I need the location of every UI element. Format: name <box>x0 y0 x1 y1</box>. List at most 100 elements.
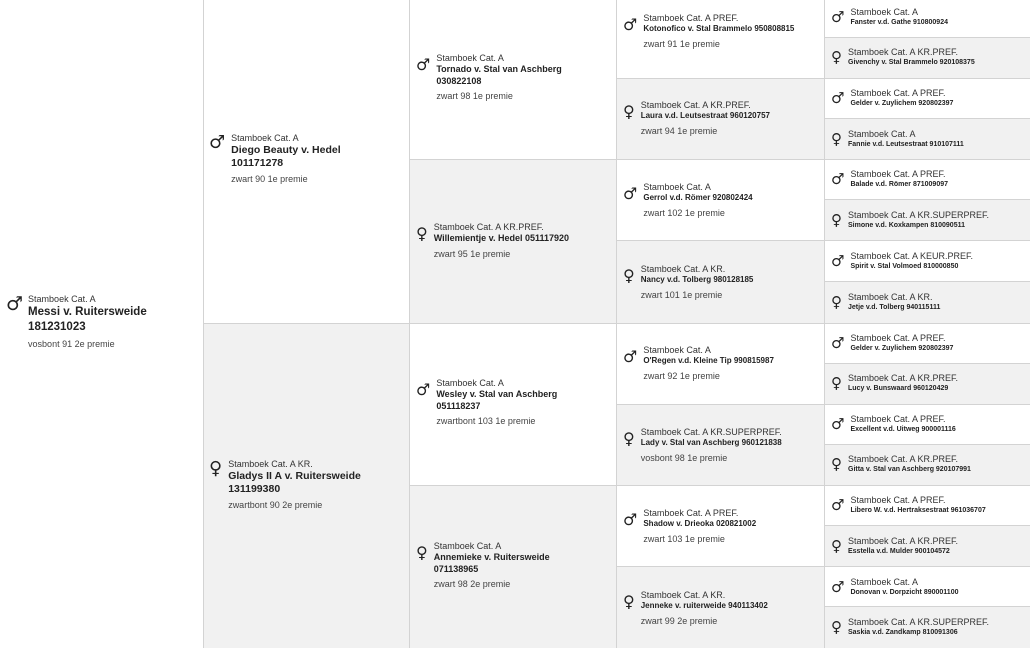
horse-name[interactable]: Lady v. Stal van Aschberg 960121838 <box>640 438 782 447</box>
horse-name[interactable]: Excellent v.d. Uitweg 900001116 <box>850 426 956 433</box>
horse-name[interactable]: Simone v.d. Koxkampen 810090511 <box>848 222 965 229</box>
horse-entry-sire[interactable]: ♂ Stamboek Cat. A Diego Beauty v. Hedel … <box>209 133 366 185</box>
horse-entry-ggg[interactable]: ♂ Stamboek Cat. A PREF.Gelder v. Zuylich… <box>831 333 1030 354</box>
horse-name[interactable]: Lucy v. Bunswaard 960120429 <box>848 385 949 392</box>
horse-entry-great-grandparent[interactable]: ♂ Stamboek Cat. A Gerrol v.d. Römer 9208… <box>623 182 803 219</box>
female-icon: ♀ <box>831 618 842 636</box>
horse-entry-ggg[interactable]: ♂ Stamboek Cat. A PREF.Excellent v.d. Ui… <box>831 414 1030 435</box>
horse-entry-ggg[interactable]: ♀ Stamboek Cat. A KR.PREF.Lucy v. Bunswa… <box>831 373 1028 394</box>
horse-name[interactable]: Wesley v. Stal van Aschberg 051118237 <box>436 389 558 411</box>
stamboek-category: Stamboek Cat. A KR.PREF. <box>848 454 959 464</box>
horse-entry-ggg[interactable]: ♂ Stamboek Cat. A PREF.Libero W. v.d. He… <box>831 495 1030 516</box>
ggg-cell <box>824 79 1030 119</box>
horse-entry-ggg[interactable]: ♀ Stamboek Cat. A KR.SUPERPREF.Simone v.… <box>831 210 1028 231</box>
row-divider <box>203 323 1030 324</box>
stamboek-category: Stamboek Cat. A PREF. <box>850 414 946 424</box>
horse-entry-great-grandparent[interactable]: ♂ Stamboek Cat. A PREF. Kotonofico v. St… <box>623 13 803 50</box>
horse-name[interactable]: Donovan v. Dorpzicht 890001100 <box>850 589 959 596</box>
great-grandparent-cell <box>616 0 824 79</box>
horse-name[interactable]: Annemieke v. Ruitersweide 071138965 <box>433 552 550 574</box>
horse-name[interactable]: Gladys II A v. Ruitersweide 131199380 <box>228 470 361 495</box>
row-divider <box>824 363 1030 364</box>
stamboek-category: Stamboek Cat. A KR.SUPERPREF. <box>848 210 990 220</box>
horse-name[interactable]: Saskia v.d. Zandkamp 810091306 <box>848 629 958 636</box>
stamboek-category: Stamboek Cat. A <box>433 541 502 551</box>
horse-name[interactable]: Spirit v. Stal Volmoed 810000850 <box>850 263 959 270</box>
horse-name[interactable]: Fannie v.d. Leutsestraat 910107111 <box>848 141 964 148</box>
horse-name[interactable]: Balade v.d. Römer 871009097 <box>850 181 948 188</box>
horse-name[interactable]: Tornado v. Stal van Aschberg 030822108 <box>436 64 562 86</box>
stamboek-category: Stamboek Cat. A KR. <box>640 264 726 274</box>
great-grandparent-cell <box>616 241 824 324</box>
male-icon: ♂ <box>6 293 24 315</box>
horse-entry-ggg[interactable]: ♀ Stamboek Cat. A KR.PREF.Givenchy v. St… <box>831 47 1028 68</box>
stamboek-category: Stamboek Cat. A KR.PREF. <box>848 373 959 383</box>
horse-name[interactable]: Gelder v. Zuylichem 920802397 <box>850 345 954 352</box>
horse-premium: zwart 102 1e premie <box>643 207 725 218</box>
horse-premium: vosbont 91 2e premie <box>28 339 115 349</box>
horse-entry-great-grandparent[interactable]: ♀ Stamboek Cat. A KR. Jenneke v. ruiterw… <box>623 590 801 627</box>
horse-name[interactable]: Gerrol v.d. Römer 920802424 <box>643 193 753 202</box>
male-icon: ♂ <box>831 578 845 596</box>
male-icon: ♂ <box>416 380 431 399</box>
male-icon: ♂ <box>623 15 638 34</box>
horse-entry-subject[interactable]: ♂ Stamboek Cat. A Messi v. Ruitersweide … <box>6 294 148 350</box>
horse-entry-great-grandparent[interactable]: ♀ Stamboek Cat. A KR. Nancy v.d. Tolberg… <box>623 264 801 301</box>
horse-entry-grandparent[interactable]: ♀ Stamboek Cat. A Annemieke v. Ruiterswe… <box>416 541 584 590</box>
horse-name[interactable]: Diego Beauty v. Hedel 101171278 <box>231 144 341 169</box>
horse-name[interactable]: Kotonofico v. Stal Brammelo 950808815 <box>643 24 795 33</box>
horse-entry-ggg[interactable]: ♀ Stamboek Cat. A KR.PREF.Gitta v. Stal … <box>831 454 1028 475</box>
horse-name[interactable]: Willemientje v. Hedel 051117920 <box>433 233 570 243</box>
horse-name[interactable]: Shadow v. Drieoka 020821002 <box>643 519 757 528</box>
horse-name[interactable]: Libero W. v.d. Hertraksestraat 961036707 <box>850 507 986 514</box>
female-icon: ♀ <box>623 266 635 285</box>
horse-name[interactable]: Esstella v.d. Mulder 900104572 <box>848 548 950 555</box>
horse-entry-ggg[interactable]: ♂ Stamboek Cat. A KEUR.PREF.Spirit v. St… <box>831 251 1030 272</box>
horse-entry-grandparent[interactable]: ♂ Stamboek Cat. A Wesley v. Stal van Asc… <box>416 378 586 427</box>
row-divider <box>824 606 1030 607</box>
female-icon: ♀ <box>623 102 635 121</box>
horse-entry-ggg[interactable]: ♂ Stamboek Cat. A PREF.Gelder v. Zuylich… <box>831 88 1030 109</box>
horse-entry-ggg[interactable]: ♂ Stamboek Cat. A PREF.Balade v.d. Römer… <box>831 169 1030 190</box>
horse-name[interactable]: Gitta v. Stal van Aschberg 920107991 <box>848 466 971 473</box>
horse-entry-great-grandparent[interactable]: ♀ Stamboek Cat. A KR.SUPERPREF. Lady v. … <box>623 427 801 464</box>
horse-entry-ggg[interactable]: ♀ Stamboek Cat. A KR.PREF.Esstella v.d. … <box>831 536 1028 557</box>
stamboek-category: Stamboek Cat. A KR. <box>848 292 933 302</box>
stamboek-category: Stamboek Cat. A <box>28 294 96 304</box>
horse-name[interactable]: Givenchy v. Stal Brammelo 920108375 <box>848 59 975 66</box>
ggg-cell <box>824 405 1030 445</box>
horse-premium: zwartbont 90 2e premie <box>228 500 323 510</box>
column-divider <box>409 0 410 648</box>
horse-premium: zwart 92 1e premie <box>643 370 720 381</box>
horse-name[interactable]: Jetje v.d. Tolberg 940115111 <box>848 304 941 311</box>
horse-name[interactable]: Messi v. Ruitersweide 181231023 <box>28 306 147 333</box>
horse-name[interactable]: Nancy v.d. Tolberg 980128185 <box>640 275 754 284</box>
horse-name[interactable]: Fanster v.d. Gathe 910800924 <box>850 19 948 26</box>
horse-premium: zwartbont 103 1e premie <box>436 416 536 426</box>
horse-premium: zwart 98 1e premie <box>436 91 513 101</box>
stamboek-category: Stamboek Cat. A <box>231 133 299 143</box>
horse-entry-ggg[interactable]: ♀ Stamboek Cat. A KR.Jetje v.d. Tolberg … <box>831 292 1028 313</box>
horse-entry-dam[interactable]: ♀ Stamboek Cat. A KR. Gladys II A v. Rui… <box>209 459 363 511</box>
grandparent-cell <box>409 324 616 486</box>
horse-premium: zwart 103 1e premie <box>643 533 725 544</box>
horse-name[interactable]: Laura v.d. Leutsestraat 960120757 <box>640 111 770 120</box>
horse-entry-grandparent[interactable]: ♀ Stamboek Cat. A KR.PREF. Willemientje … <box>416 222 584 260</box>
horse-entry-great-grandparent[interactable]: ♀ Stamboek Cat. A KR.PREF. Laura v.d. Le… <box>623 100 801 137</box>
grandparent-cell <box>409 160 616 324</box>
ggg-cell <box>824 364 1030 405</box>
horse-entry-great-grandparent[interactable]: ♂ Stamboek Cat. A PREF. Shadow v. Drieok… <box>623 508 803 545</box>
horse-name[interactable]: O'Regen v.d. Kleine Tip 990815987 <box>643 356 774 365</box>
stamboek-category: Stamboek Cat. A KR.PREF. <box>848 536 959 546</box>
horse-entry-grandparent[interactable]: ♂ Stamboek Cat. A Tornado v. Stal van As… <box>416 53 586 102</box>
male-icon: ♂ <box>623 184 638 203</box>
female-icon: ♀ <box>416 224 428 243</box>
horse-name[interactable]: Gelder v. Zuylichem 920802397 <box>850 100 954 107</box>
horse-entry-great-grandparent[interactable]: ♂ Stamboek Cat. A O'Regen v.d. Kleine Ti… <box>623 345 803 382</box>
horse-name[interactable]: Jenneke v. ruiterweide 940113402 <box>640 601 768 610</box>
great-grandparent-cell <box>616 405 824 486</box>
horse-entry-ggg[interactable]: ♀ Stamboek Cat. A KR.SUPERPREF.Saskia v.… <box>831 617 1028 638</box>
